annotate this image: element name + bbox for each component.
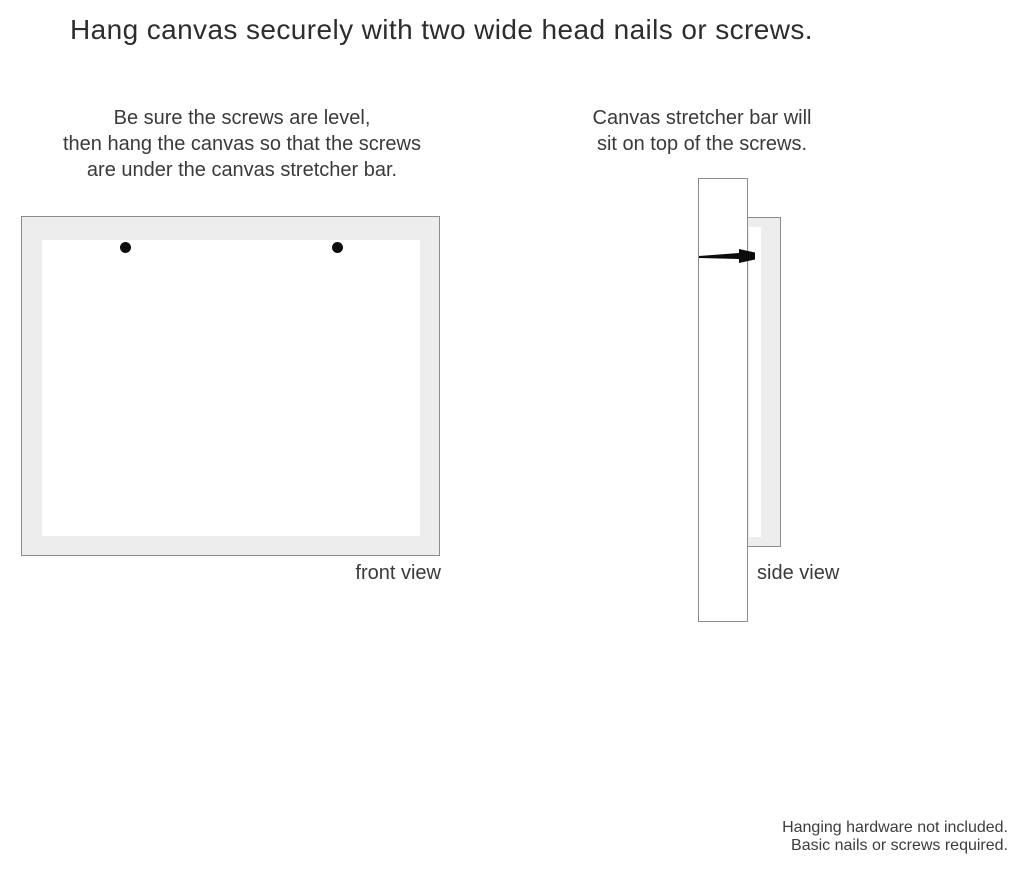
- front-view-canvas-frame: [21, 216, 440, 556]
- instruction-line: Canvas stretcher bar will: [592, 107, 812, 129]
- nail-head-left-icon: [120, 242, 131, 253]
- instruction-line: are under the canvas stretcher bar.: [86, 159, 398, 181]
- front-view-label: front view: [355, 562, 441, 584]
- side-view-canvas-edge: [746, 217, 781, 547]
- page-title: Hang canvas securely with two wide head …: [70, 14, 813, 45]
- nail-side-icon: [699, 249, 755, 263]
- disclaimer-line: Basic nails or screws required.: [791, 837, 1008, 854]
- side-view-instruction: Canvas stretcher bar will sit on top of …: [562, 105, 842, 157]
- nail-head-right-icon: [332, 242, 343, 253]
- instruction-line: Be sure the screws are level,: [113, 107, 371, 129]
- instruction-line: sit on top of the screws.: [596, 133, 808, 155]
- front-view-canvas-face: [42, 240, 420, 536]
- side-view-canvas-inner-edge: [749, 227, 761, 537]
- disclaimer-line: Hanging hardware not included.: [782, 819, 1008, 836]
- instruction-line: then hang the canvas so that the screws: [63, 133, 421, 155]
- front-view-instruction: Be sure the screws are level, then hang …: [30, 105, 454, 183]
- hardware-disclaimer: Hanging hardware not included. Basic nai…: [782, 819, 1008, 855]
- side-view-label: side view: [757, 562, 840, 584]
